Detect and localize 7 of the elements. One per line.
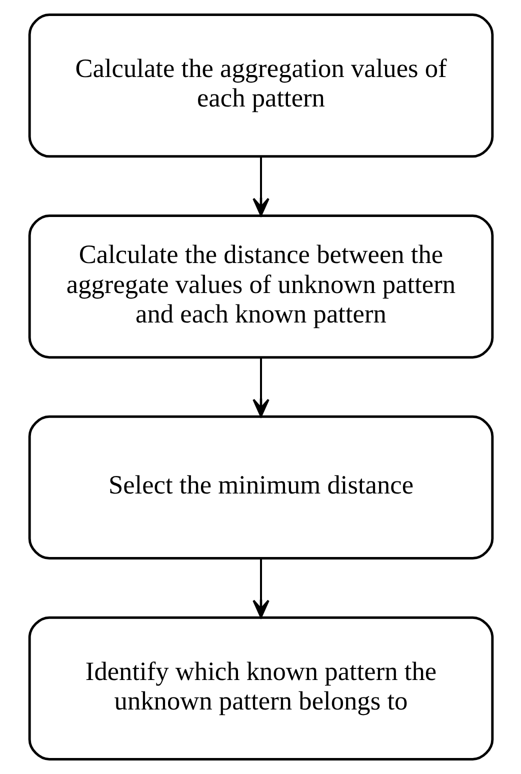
arrow	[252, 558, 269, 618]
node-box: Select the minimum distance	[28, 415, 494, 560]
node-box: Identify which known pattern the unknown pattern belongs to	[28, 616, 494, 760]
arrow	[252, 156, 269, 216]
arrow	[252, 358, 269, 418]
node-box: Calculate the distance between the aggregate values of unknown pattern and each known pattern	[28, 214, 494, 359]
node-box: Calculate the aggregation values of each pattern	[28, 14, 494, 158]
